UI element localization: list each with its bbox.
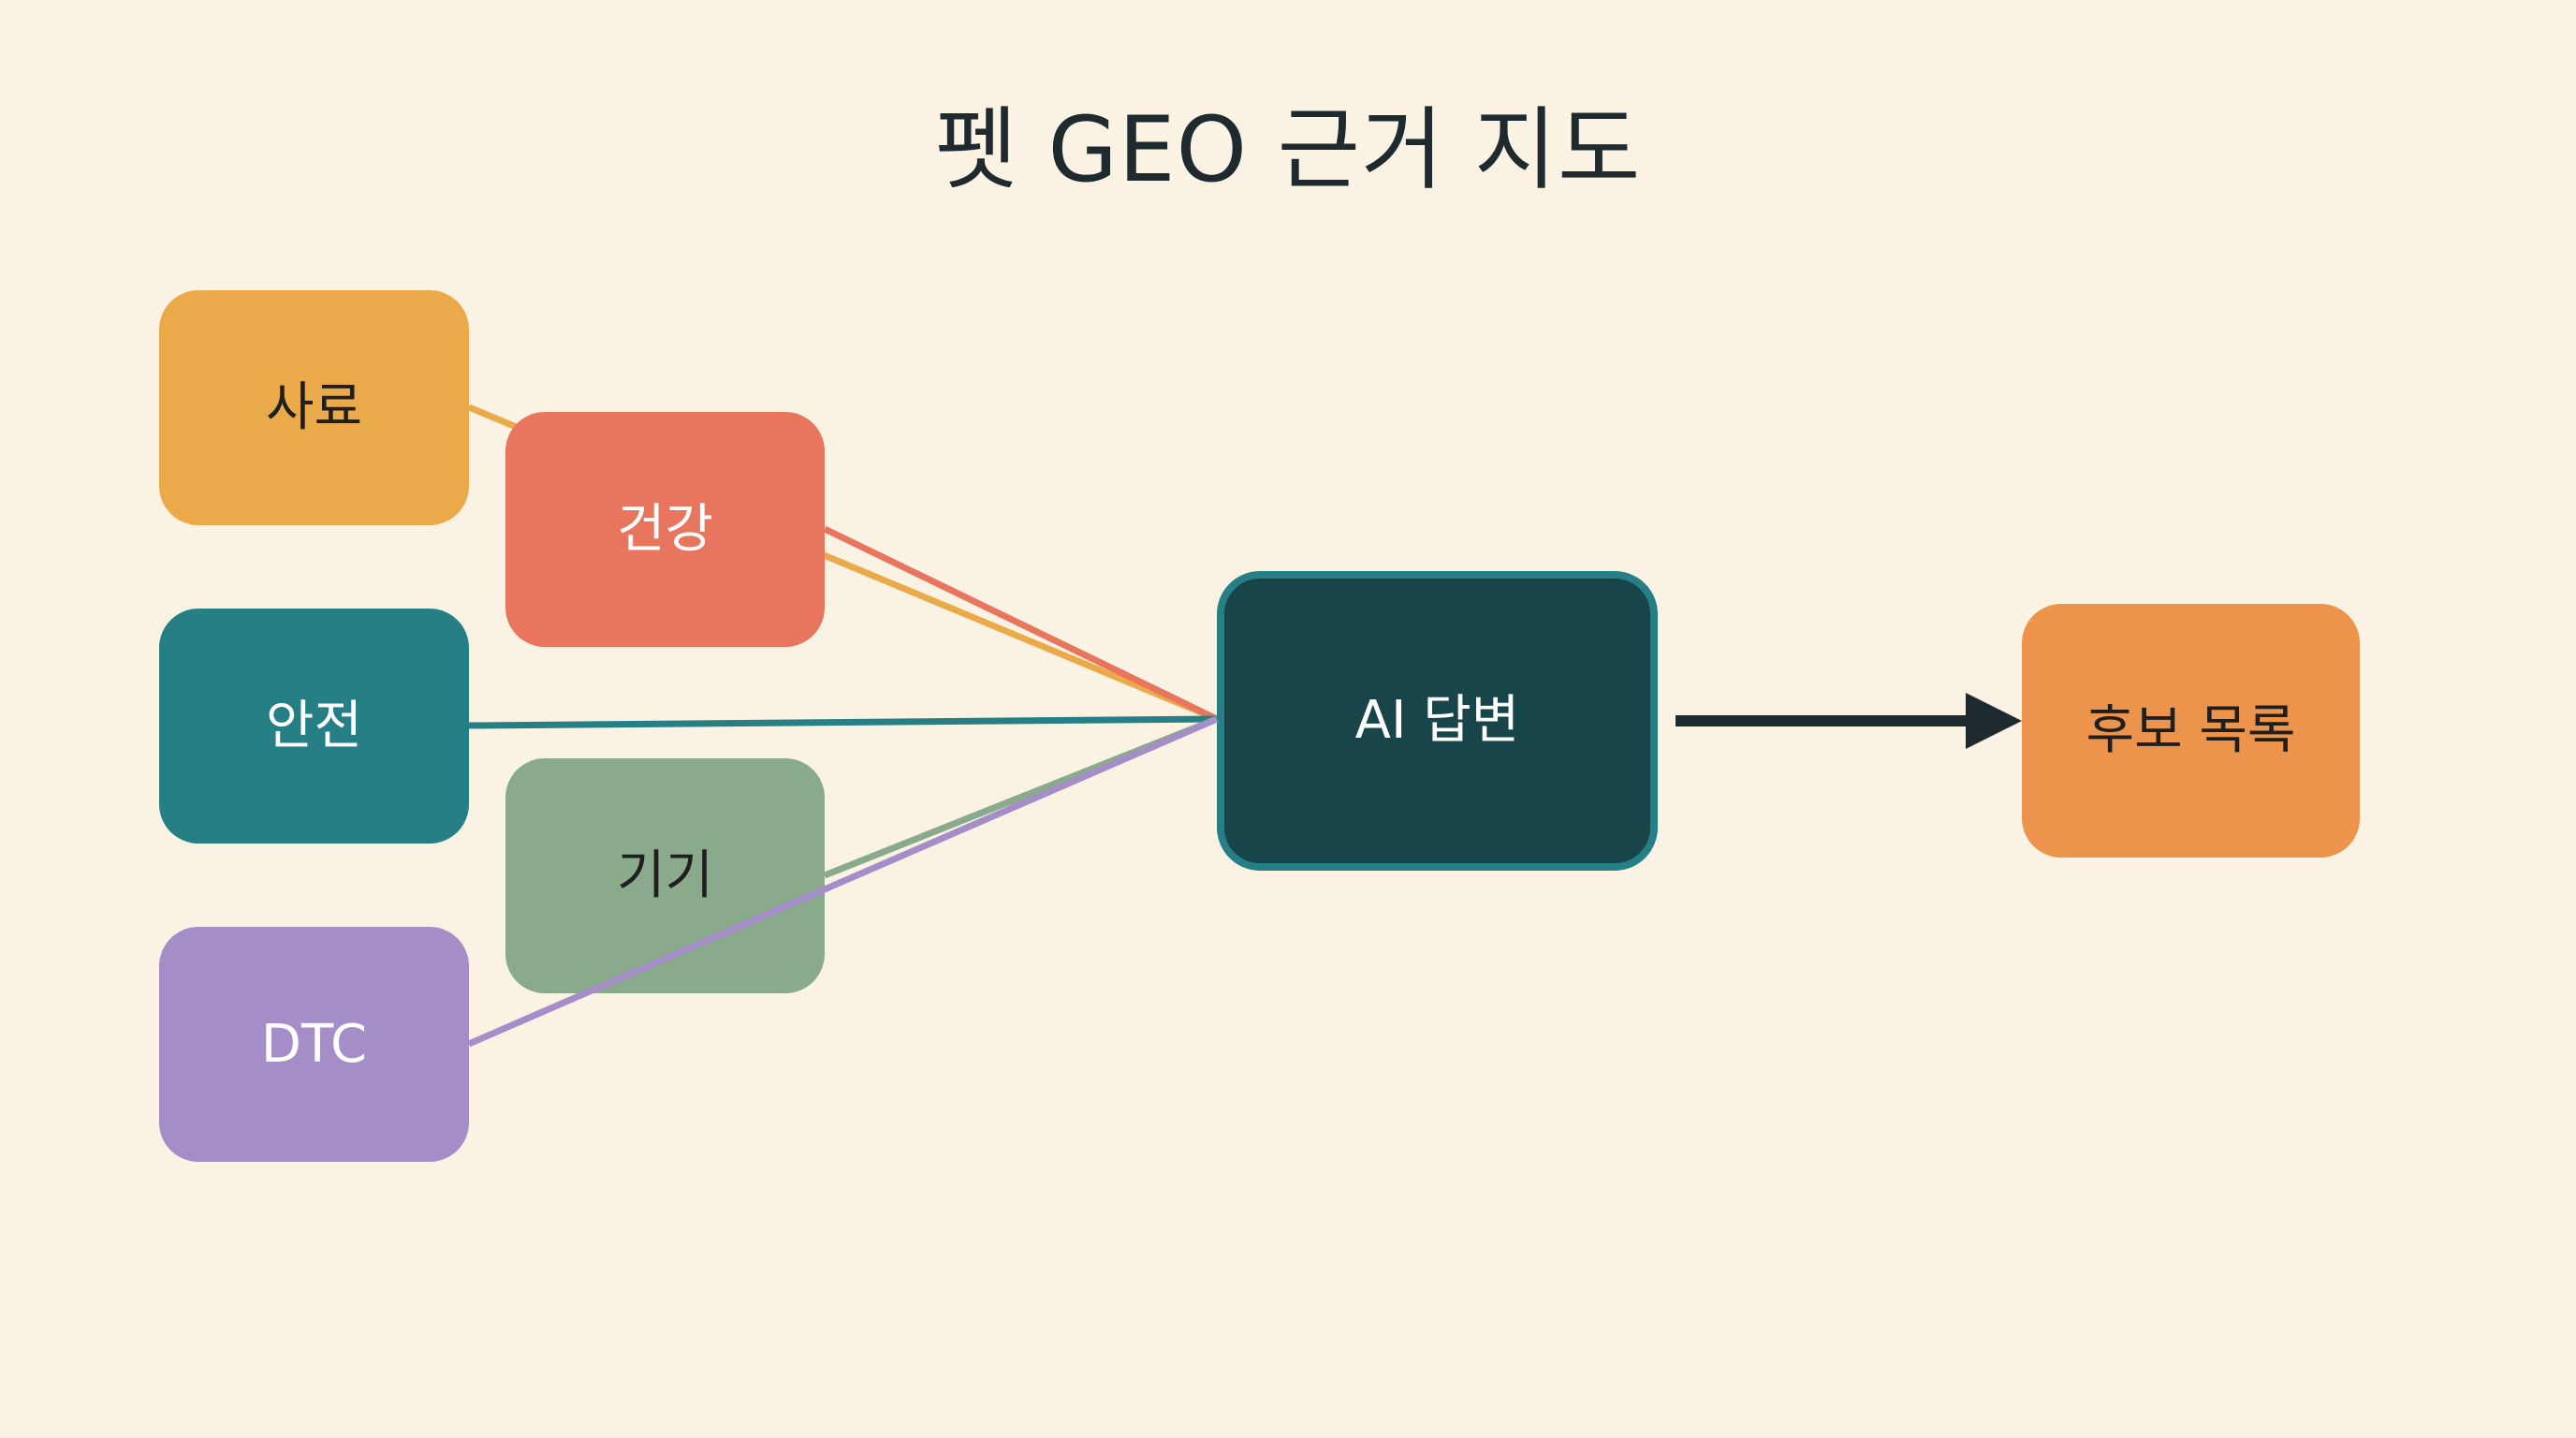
node-feed: 사료 [159, 290, 469, 525]
node-candidate-list: 후보 목록 [2022, 604, 2360, 858]
node-health: 건강 [505, 412, 825, 647]
node-safety: 안전 [159, 609, 469, 844]
edge-safety-to-ai [468, 715, 1218, 729]
node-ai-answer: AI 답변 [1217, 571, 1658, 871]
node-device: 기기 [505, 758, 825, 993]
edge-health-to-ai [823, 525, 1219, 723]
diagram-title: 펫 GEO 근거 지도 [934, 97, 1642, 202]
edge-dtc-to-ai [467, 715, 1219, 1048]
node-dtc: DTC [159, 927, 469, 1162]
